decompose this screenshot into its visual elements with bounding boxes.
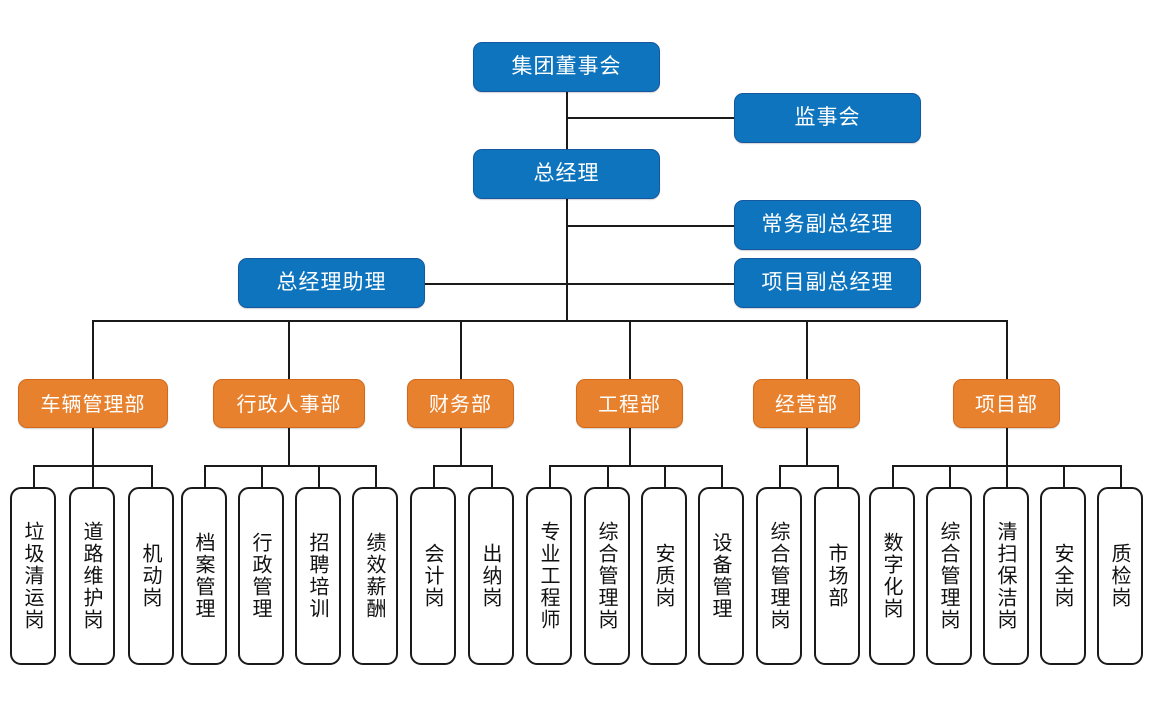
position-label: 档案管理 (192, 532, 216, 620)
position-label: 市场部 (825, 543, 849, 609)
position-label: 专业工程师 (537, 521, 561, 631)
node-position-road-maintenance[interactable]: 道路维护岗 (69, 487, 115, 665)
connector-drop-dept-3 (460, 320, 462, 379)
position-label: 机动岗 (139, 543, 163, 609)
position-label: 质检岗 (1108, 543, 1132, 609)
position-label: 清扫保洁岗 (994, 521, 1018, 631)
node-position-digitalization[interactable]: 数字化岗 (869, 487, 915, 665)
connector-leaf-drop (1006, 465, 1008, 487)
connector-leaf-drop (33, 465, 35, 487)
node-position-waste-transport[interactable]: 垃圾清运岗 (10, 487, 56, 665)
connector-leaf-drop (204, 465, 206, 487)
connector-stem-dept-5 (806, 428, 808, 466)
connector-drop-dept-5 (806, 320, 808, 379)
position-label: 绩效薪酬 (363, 532, 387, 620)
connector-leaf-drop (607, 465, 609, 487)
connector-leaf-drop (1063, 465, 1065, 487)
connector-gm-down (566, 199, 568, 321)
node-position-safety[interactable]: 安全岗 (1040, 487, 1086, 665)
connector-project-deputy (566, 283, 734, 285)
connector-leaf-drop (664, 465, 666, 487)
position-label: 安全岗 (1051, 543, 1075, 609)
node-position-equipment-management[interactable]: 设备管理 (698, 487, 744, 665)
connector-gm-assistant (424, 283, 567, 285)
node-position-mobile-duty[interactable]: 机动岗 (128, 487, 174, 665)
position-label: 设备管理 (709, 532, 733, 620)
position-label: 垃圾清运岗 (21, 521, 45, 631)
node-department-finance[interactable]: 财务部 (407, 379, 514, 428)
node-position-safety-quality[interactable]: 安质岗 (641, 487, 687, 665)
node-department-administration-hr[interactable]: 行政人事部 (213, 379, 365, 428)
connector-leaf-drop (892, 465, 894, 487)
connector-stem-dept-2 (288, 428, 290, 466)
connector-drop-dept-2 (288, 320, 290, 379)
node-position-operations-general-management[interactable]: 综合管理岗 (756, 487, 802, 665)
connector-leaf-drop (779, 465, 781, 487)
connector-leaf-drop (92, 465, 94, 487)
node-department-operations[interactable]: 经营部 (753, 379, 860, 428)
node-group-board[interactable]: 集团董事会 (473, 42, 660, 92)
node-executive-deputy-gm[interactable]: 常务副总经理 (734, 200, 921, 250)
connector-supervisory (566, 117, 734, 119)
connector-stem-dept-3 (460, 428, 462, 466)
node-position-recruitment-training[interactable]: 招聘培训 (295, 487, 341, 665)
connector-leaf-drop (1120, 465, 1122, 487)
node-position-administration-management[interactable]: 行政管理 (238, 487, 284, 665)
node-position-marketing[interactable]: 市场部 (814, 487, 860, 665)
connector-leaf-drop (151, 465, 153, 487)
position-label: 会计岗 (421, 543, 445, 609)
node-position-performance-compensation[interactable]: 绩效薪酬 (352, 487, 398, 665)
node-supervisory-board[interactable]: 监事会 (734, 93, 921, 143)
connector-stem-dept-6 (1006, 428, 1008, 466)
connector-leaf-drop (375, 465, 377, 487)
connector-drop-dept-6 (1006, 320, 1008, 379)
connector-leaf-drop (837, 465, 839, 487)
node-project-deputy-gm[interactable]: 项目副总经理 (734, 258, 921, 308)
position-label: 招聘培训 (306, 532, 330, 620)
position-label: 数字化岗 (880, 532, 904, 620)
connector-exec-deputy (566, 225, 734, 227)
connector-drop-dept-1 (92, 320, 94, 379)
node-gm-assistant[interactable]: 总经理助理 (238, 258, 425, 308)
connector-leaf-drop (318, 465, 320, 487)
position-label: 出纳岗 (479, 543, 503, 609)
connector-leaf-drop (433, 465, 435, 487)
connector-drop-dept-4 (629, 320, 631, 379)
node-position-accountant[interactable]: 会计岗 (410, 487, 456, 665)
connector-bus-dept-3 (433, 465, 493, 467)
node-department-project[interactable]: 项目部 (953, 379, 1060, 428)
connector-stem-dept-4 (629, 428, 631, 466)
node-position-engineering-general-management[interactable]: 综合管理岗 (584, 487, 630, 665)
node-department-vehicle-management[interactable]: 车辆管理部 (18, 379, 168, 428)
node-position-cleaning-sanitation[interactable]: 清扫保洁岗 (983, 487, 1029, 665)
node-position-cashier[interactable]: 出纳岗 (468, 487, 514, 665)
node-position-records-management[interactable]: 档案管理 (181, 487, 227, 665)
connector-bus-dept-4 (549, 465, 722, 467)
connector-leaf-drop (721, 465, 723, 487)
connector-leaf-drop (261, 465, 263, 487)
node-position-professional-engineer[interactable]: 专业工程师 (526, 487, 572, 665)
connector-stem-dept-1 (92, 428, 94, 466)
connector-bus-dept-2 (204, 465, 376, 467)
position-label: 行政管理 (249, 532, 273, 620)
node-position-quality-inspection[interactable]: 质检岗 (1097, 487, 1143, 665)
position-label: 综合管理岗 (937, 521, 961, 631)
connector-leaf-drop (491, 465, 493, 487)
connector-department-bus (93, 320, 1008, 322)
connector-board-down (566, 92, 568, 149)
node-department-engineering[interactable]: 工程部 (576, 379, 683, 428)
position-label: 综合管理岗 (595, 521, 619, 631)
node-general-manager[interactable]: 总经理 (473, 149, 660, 199)
connector-bus-dept-5 (779, 465, 839, 467)
position-label: 综合管理岗 (767, 521, 791, 631)
connector-leaf-drop (949, 465, 951, 487)
position-label: 安质岗 (652, 543, 676, 609)
connector-leaf-drop (549, 465, 551, 487)
node-position-project-general-management[interactable]: 综合管理岗 (926, 487, 972, 665)
position-label: 道路维护岗 (80, 521, 104, 631)
